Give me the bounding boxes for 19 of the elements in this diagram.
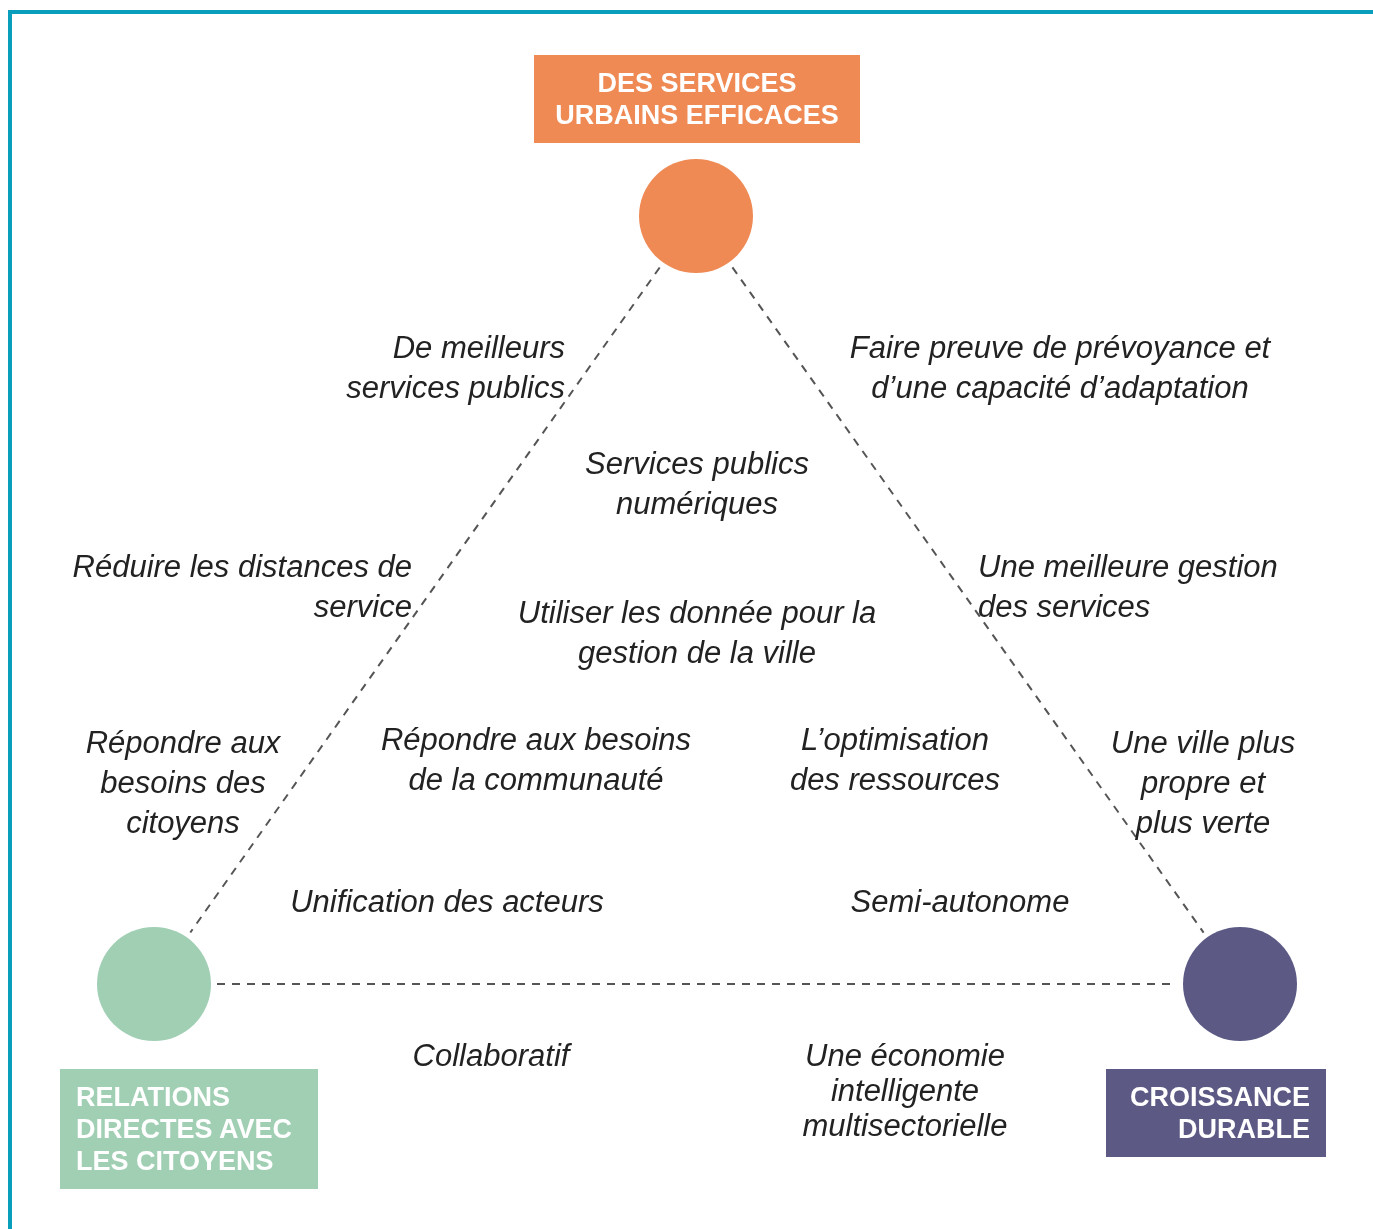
dashed-line xyxy=(731,266,1205,934)
category-box: CROISSANCE DURABLE xyxy=(1106,1069,1326,1157)
category-box: DES SERVICES URBAINS EFFICACES xyxy=(534,55,860,143)
category-box: RELATIONS DIRECTES AVEC LES CITOYENS xyxy=(60,1069,318,1189)
annotation-text: Réduire les distances de service xyxy=(71,548,412,626)
annotation-text: Répondre aux besoins des citoyens xyxy=(84,724,282,842)
annotation-text: Collaboratif xyxy=(411,1037,573,1075)
dashed-line xyxy=(189,266,661,934)
annotation-text: Une ville plus propre et plus verte xyxy=(1110,724,1296,842)
annotation-text: Une meilleure gestion des services xyxy=(978,548,1279,626)
annotation-text: Répondre aux besoins de la communauté xyxy=(379,721,693,799)
annotation-text: L’optimisation des ressources xyxy=(788,721,1002,799)
annotation-text: Unification des acteurs xyxy=(289,883,605,921)
annotation-text: De meilleurs services publics xyxy=(345,329,565,407)
annotation-text: Utiliser les donnée pour la gestion de la ville xyxy=(516,594,878,672)
annotation-text: Faire preuve de prévoyance et d’une capacité d’adaptation xyxy=(848,329,1272,407)
annotation-text: Semi-autonome xyxy=(849,883,1071,921)
annotation-text: Services publics numériques xyxy=(584,445,810,523)
annotation-text: Une économie intelligente multisectorielle xyxy=(801,1038,1009,1143)
